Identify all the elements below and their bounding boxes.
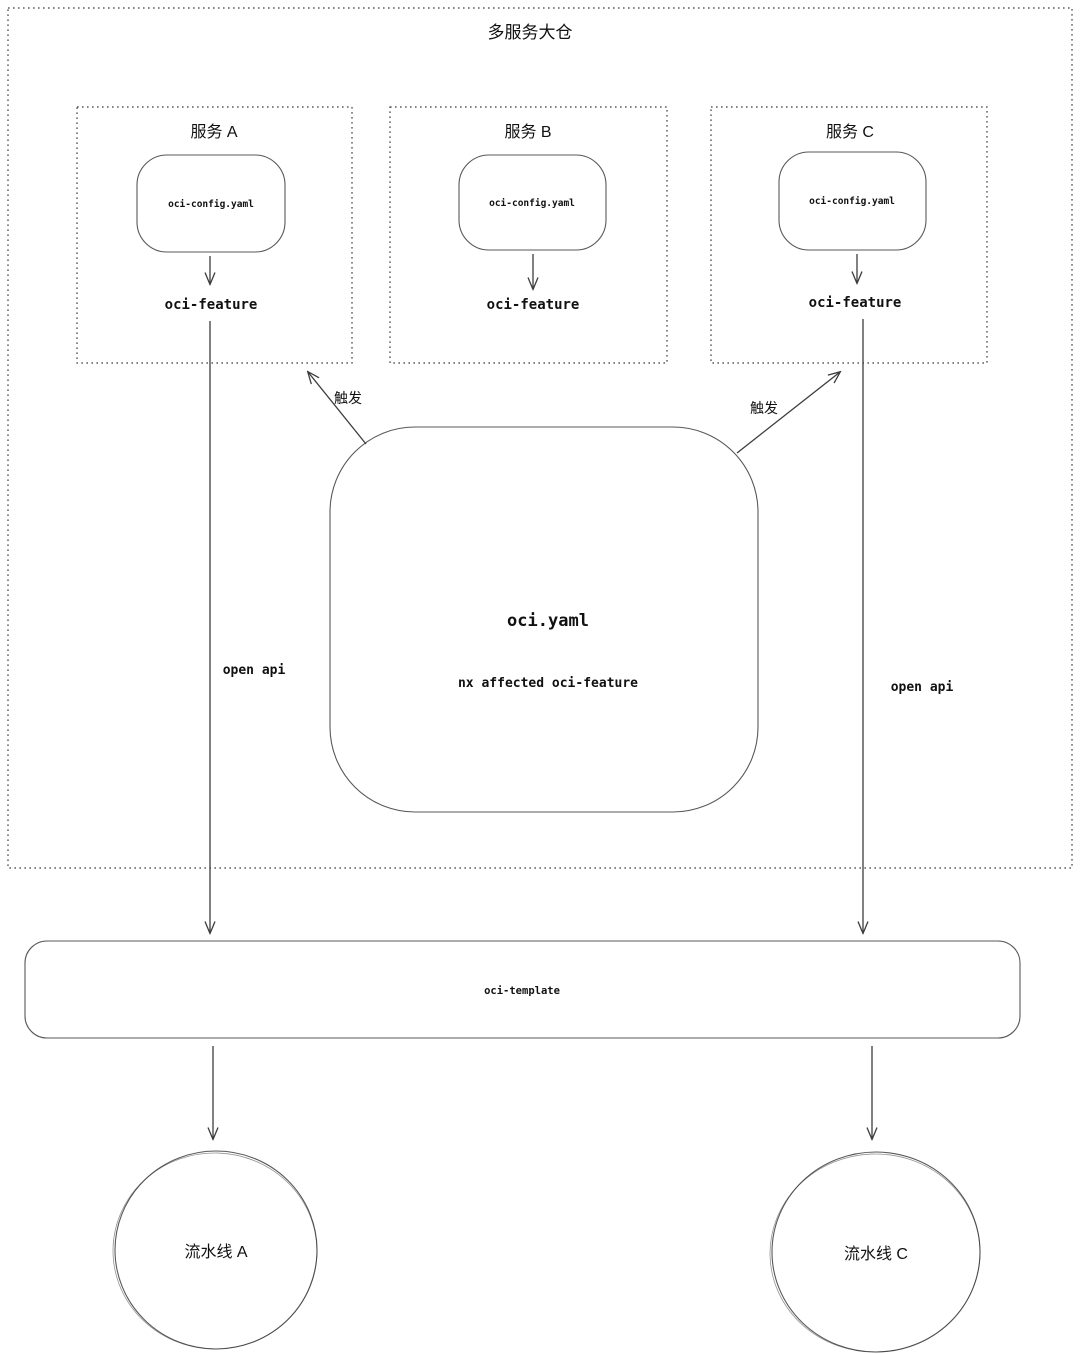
service-b-title: 服务 B xyxy=(504,123,551,141)
service-c-group: 服务 C oci-config.yaml oci-feature xyxy=(710,106,988,364)
service-c-box xyxy=(710,106,988,364)
monorepo-title: 多服务大仓 xyxy=(488,23,573,42)
oci-yaml-subtitle: nx affected oci-feature xyxy=(458,676,638,691)
trigger-arrow-to-service-a xyxy=(308,372,367,445)
monorepo-container-box xyxy=(7,7,1073,869)
service-a-group: 服务 A oci-config.yaml oci-feature xyxy=(76,106,353,364)
pipeline-a-label: 流水线 A xyxy=(184,1243,247,1261)
open-api-label-left: open api xyxy=(223,663,286,678)
pipeline-a-group: 流水线 A xyxy=(112,1150,318,1350)
trigger-arrow-to-service-c xyxy=(736,372,840,454)
pipeline-c-circle-sketch-stroke xyxy=(769,1153,981,1353)
pipeline-c-label: 流水线 C xyxy=(844,1245,908,1263)
oci-template-label: oci-template xyxy=(484,985,560,997)
oci-yaml-title: oci.yaml xyxy=(507,611,589,631)
service-c-feature-label: oci-feature xyxy=(809,295,902,311)
service-c-config-node xyxy=(778,151,927,251)
service-b-feature-label: oci-feature xyxy=(487,297,580,313)
service-b-box xyxy=(389,106,668,364)
service-b-group: 服务 B oci-config.yaml oci-feature xyxy=(389,106,668,364)
trigger-label-left: 触发 xyxy=(334,390,362,406)
service-a-title: 服务 A xyxy=(190,123,237,141)
oci-template-bar xyxy=(24,940,1021,1039)
service-a-config-node xyxy=(136,154,286,253)
service-c-config-label: oci-config.yaml xyxy=(809,196,895,207)
service-c-title: 服务 C xyxy=(826,123,874,141)
pipeline-c-group: 流水线 C xyxy=(769,1151,981,1353)
trigger-label-right: 触发 xyxy=(750,400,778,416)
service-b-config-node xyxy=(458,154,607,251)
service-a-feature-label: oci-feature xyxy=(165,297,258,313)
service-a-config-label: oci-config.yaml xyxy=(168,199,254,210)
pipeline-a-circle-sketch-stroke xyxy=(112,1152,318,1350)
oci-yaml-node xyxy=(329,426,759,813)
open-api-label-right: open api xyxy=(891,680,954,695)
service-b-config-label: oci-config.yaml xyxy=(489,198,575,209)
